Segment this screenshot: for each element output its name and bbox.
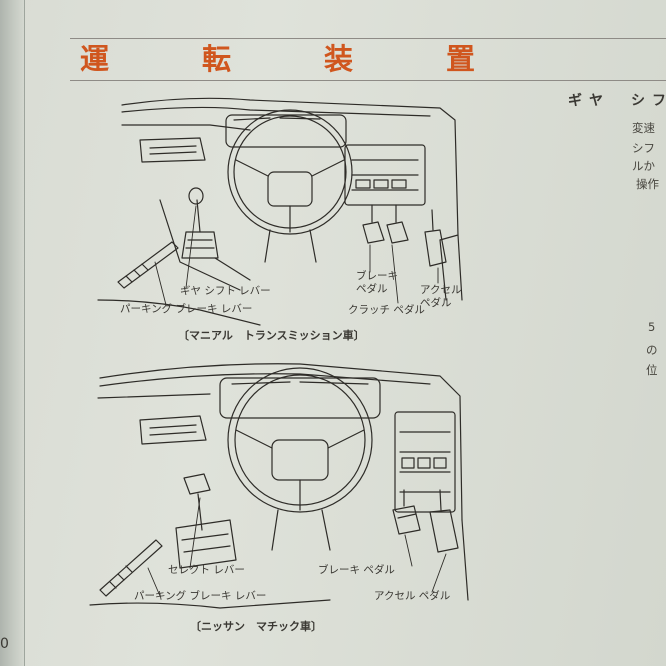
side-text-line-7: 位 (646, 363, 658, 377)
label-accelerator-pedal-1: アクセル ペダル (420, 284, 462, 309)
label-select-lever: セレクト レバー (168, 564, 245, 576)
label-parking-brake-lever-1: パーキング ブレーキ レバー (120, 303, 253, 315)
label-brake-pedal-1: ブレーキ ペダル (356, 270, 398, 295)
side-section-heading: ギヤ シフト (568, 93, 666, 109)
label-gear-shift-lever: ギヤ シフト レバー (180, 285, 271, 297)
label-parking-brake-lever-2: パーキング ブレーキ レバー (134, 590, 267, 602)
side-text-line-6: の (646, 343, 658, 357)
figure1-dashboard-drawing (97, 97, 463, 326)
side-text-line-2: シフ (632, 141, 655, 155)
figure2-dashboard-drawing (89, 363, 469, 609)
side-text-line-3: ルか (632, 159, 655, 173)
page-number: 0 (0, 636, 9, 652)
figure1-caption: 〔マニアル トランスミッション車〕 (178, 329, 365, 342)
side-text-line-1: 変速 (632, 121, 655, 135)
label-brake-pedal-2: ブレーキ ペダル (318, 564, 395, 576)
side-text-line-4: 操作 (636, 177, 659, 191)
side-text-line-5: 5 (648, 320, 656, 334)
figure2-caption: 〔ニッサン マチック車〕 (190, 620, 322, 633)
title-rule-top (70, 38, 666, 39)
section-title: 運 転 装 置 (80, 42, 508, 76)
label-clutch-pedal: クラッチ ペダル (348, 304, 425, 316)
label-accelerator-pedal-2: アクセル ペダル (374, 590, 451, 602)
title-rule-bottom (70, 80, 666, 81)
page-edge-shadow (0, 0, 25, 666)
